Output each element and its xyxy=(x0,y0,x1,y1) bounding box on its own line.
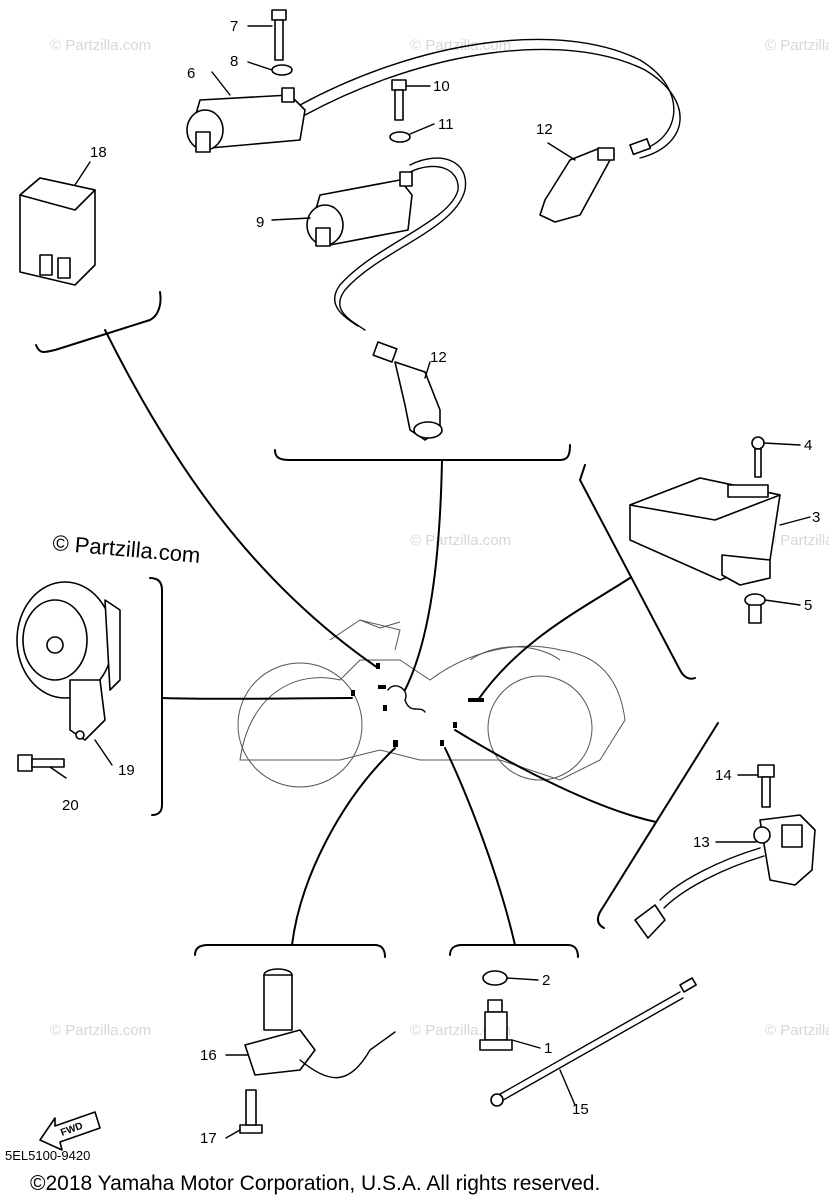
watermark-group: © Partzilla.com © Partzilla.com © Partzi… xyxy=(50,37,829,1039)
callout-leaders xyxy=(49,25,811,1139)
callout-14: 14 xyxy=(715,767,732,784)
bracket-neutral-switch xyxy=(449,944,579,958)
callout-1: 1 xyxy=(544,1040,552,1057)
callout-3: 3 xyxy=(812,509,820,526)
bracket-igniter xyxy=(579,464,696,680)
ignition-cable xyxy=(304,48,681,159)
spark-plug-cap-right xyxy=(539,138,652,223)
relay xyxy=(19,177,96,286)
igniter-unit xyxy=(629,477,781,586)
callout-18: 18 xyxy=(90,144,107,161)
callout-19: 19 xyxy=(118,762,135,779)
watermark-faint: © Partzilla.com xyxy=(410,37,511,54)
leader-ignition xyxy=(404,459,443,691)
callout-12a: 12 xyxy=(536,121,553,138)
callout-5: 5 xyxy=(804,597,812,614)
bracket-relay xyxy=(35,291,162,353)
bracket-ignition-coil xyxy=(274,444,571,461)
callouts: 7 8 6 10 11 12 9 12 18 4 3 5 19 20 14 13… xyxy=(62,18,820,1147)
watermark-faint: © Partzilla.com xyxy=(50,37,151,54)
gasket-2 xyxy=(482,970,508,986)
callout-15: 15 xyxy=(572,1101,589,1118)
watermark-main: © Partzilla.com xyxy=(52,530,202,568)
bolt-7 xyxy=(271,9,287,61)
leader-neutral-switch xyxy=(444,747,516,946)
watermark-faint: © Partzilla.com xyxy=(765,37,829,54)
bolt-17 xyxy=(239,1089,263,1134)
location-marks xyxy=(351,663,484,747)
leader-speed-sensor xyxy=(291,747,396,946)
bolt-20 xyxy=(17,754,65,772)
bolt-10 xyxy=(391,79,407,121)
washer-8 xyxy=(271,64,293,76)
bracket-sensor xyxy=(596,722,719,929)
forward-arrow-icon: FWD xyxy=(39,1111,101,1151)
horn xyxy=(16,581,121,741)
callout-11: 11 xyxy=(438,116,454,133)
motorcycle-outline xyxy=(237,619,626,788)
callout-9: 9 xyxy=(256,214,264,231)
leader-igniter xyxy=(477,577,631,701)
ignition-coil-front xyxy=(186,87,306,153)
bolt-14 xyxy=(757,764,775,808)
callout-6: 6 xyxy=(187,65,195,82)
callout-8: 8 xyxy=(230,53,238,70)
bracket-horn xyxy=(149,577,163,816)
drawing-code: 5EL5100-9420 xyxy=(5,1148,90,1163)
callout-13: 13 xyxy=(693,834,710,851)
leader-horn xyxy=(161,697,353,700)
spark-plug-cap-left xyxy=(372,341,443,441)
speed-sensor xyxy=(244,968,396,1079)
lead-wire-15 xyxy=(490,977,697,1107)
watermark-faint: © Partzilla.com xyxy=(765,1022,829,1039)
grommet-5 xyxy=(744,593,766,624)
callout-7: 7 xyxy=(230,18,238,35)
callout-2: 2 xyxy=(542,972,550,989)
neutral-switch xyxy=(479,999,513,1051)
watermark-faint: © Partzilla.com xyxy=(410,532,511,549)
sensor-assembly xyxy=(634,814,816,939)
callout-20: 20 xyxy=(62,797,79,814)
leader-sensor xyxy=(454,729,657,823)
callout-12b: 12 xyxy=(430,349,447,366)
watermark-faint: © Partzilla.com xyxy=(765,532,829,549)
callout-10: 10 xyxy=(433,78,450,95)
bracket-speed-sensor xyxy=(194,944,386,958)
callout-4: 4 xyxy=(804,437,812,454)
callout-16: 16 xyxy=(200,1047,217,1064)
washer-11 xyxy=(389,131,411,143)
leader-relay xyxy=(104,329,379,669)
screw-4 xyxy=(751,436,765,478)
copyright-notice: ©2018 Yamaha Motor Corporation, U.S.A. A… xyxy=(30,1172,600,1195)
watermark-faint: © Partzilla.com xyxy=(50,1022,151,1039)
ignition-coil-rear xyxy=(306,157,467,331)
callout-17: 17 xyxy=(200,1130,217,1147)
ignition-cable xyxy=(299,38,675,151)
